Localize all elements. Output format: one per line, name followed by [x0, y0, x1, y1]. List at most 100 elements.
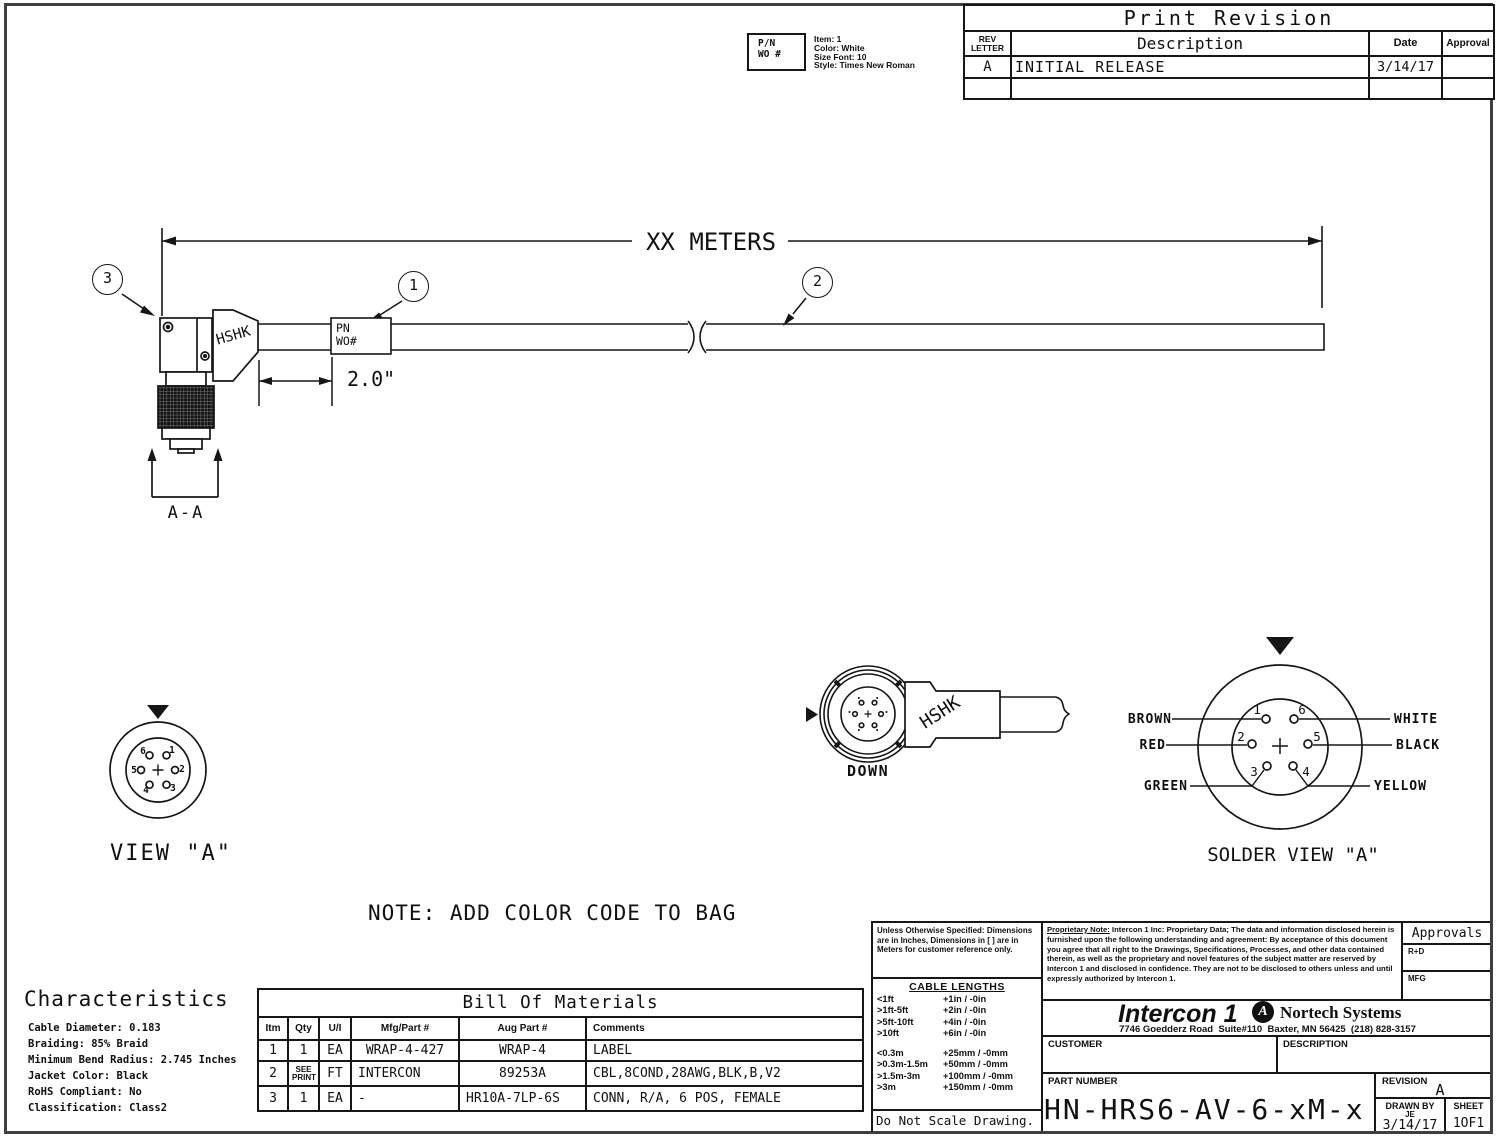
- cable-length-tol: +1in / -0in: [943, 994, 987, 1004]
- cable-length-range: <1ft: [877, 994, 894, 1004]
- view-a-pin-4: 4: [143, 785, 149, 796]
- cable-length-tol: +150mm / -0mm: [943, 1082, 1014, 1093]
- bom-cell: WRAP-4: [458, 1039, 587, 1062]
- view-a-pin-6: 6: [140, 746, 146, 757]
- bom-row-1: 1 1 EA WRAP-4-427 WRAP-4 LABEL: [257, 1039, 865, 1062]
- revision-row-empty: [963, 77, 1496, 100]
- revision-approval: [1440, 55, 1496, 79]
- col-header-date: Date: [1368, 30, 1443, 57]
- view-a-pin-1: 1: [169, 745, 175, 756]
- bom-cell: -: [350, 1085, 460, 1112]
- approval-rd-label: R+D: [1408, 947, 1425, 956]
- bom-cell: 1: [257, 1039, 289, 1062]
- cable-length-range: >1.5m-3m: [877, 1070, 921, 1081]
- hshk-sleeve-left: [212, 309, 259, 382]
- cable-lengths-title: CABLE LENGTHS: [909, 981, 1005, 993]
- label-spec-text: Item: 1 Color: White Size Font: 10 Style…: [814, 35, 915, 70]
- callout-3: 3: [92, 264, 123, 295]
- bom-row-2: 2 SEE PRINT FT INTERCON 89253A CBL,8COND…: [257, 1060, 865, 1087]
- part-number-label: PART NUMBER: [1048, 1076, 1118, 1087]
- solder-view-face: [1166, 637, 1392, 830]
- solder-pin-1: 1: [1253, 702, 1261, 717]
- col-header-approval: Approval: [1440, 30, 1496, 57]
- characteristics-title: Characteristics: [24, 987, 229, 1011]
- label-box-pn: P/N: [758, 38, 776, 49]
- bom-header-row: Itm Qty U/I Mfg/Part # Aug Part # Commen…: [257, 1016, 865, 1041]
- solder-pin-5: 5: [1313, 729, 1321, 744]
- revision-letter: A: [963, 55, 1012, 79]
- bom-col-itm: Itm: [257, 1016, 289, 1041]
- company-name: Intercon 1: [1118, 1000, 1238, 1028]
- characteristic-bend-radius: Minimum Bend Radius: 2.745 Inches: [28, 1054, 237, 1066]
- bom-row-3: 3 1 EA - HR10A-7LP-6S CONN, R/A, 6 POS, …: [257, 1085, 865, 1112]
- bom-cell: LABEL: [584, 1039, 865, 1062]
- view-a-pin-5: 5: [131, 765, 137, 776]
- solder-pin-2: 2: [1237, 729, 1245, 744]
- label-dimension-text: 2.0": [347, 367, 396, 391]
- bom-cell: HR10A-7LP-6S: [458, 1085, 587, 1112]
- cable-length-tol: +2in / -0in: [943, 1005, 987, 1016]
- wire-color-black: BLACK: [1396, 738, 1441, 753]
- cable-length-tol: +25mm / -0mm: [943, 1048, 1008, 1058]
- solder-pin-3: 3: [1250, 764, 1258, 779]
- part-number-value: HN-HRS6-AV-6-xM-x: [1044, 1093, 1365, 1126]
- characteristics-list: Cable Diameter: 0.183 Braiding: 85% Brai…: [28, 1020, 237, 1116]
- characteristic-jacket-color: Jacket Color: Black: [28, 1070, 149, 1082]
- revision-description: INITIAL RELEASE: [1010, 55, 1370, 79]
- solder-pin-4: 4: [1302, 764, 1310, 779]
- cable-length-tol: +100mm / -0mm: [943, 1070, 1014, 1081]
- bom-col-aug: Aug Part #: [458, 1016, 587, 1041]
- approvals-title: Approvals: [1411, 926, 1483, 941]
- characteristic-classification: Classification: Class2: [28, 1102, 168, 1114]
- sheet-label: SHEET: [1453, 1101, 1484, 1111]
- bom-cell: WRAP-4-427: [350, 1039, 460, 1062]
- col-header-description: Description: [1010, 30, 1370, 57]
- revision-date: 3/14/17: [1368, 55, 1443, 79]
- bom-table: Bill Of Materials Itm Qty U/I Mfg/Part #…: [256, 988, 865, 1112]
- cable-length-tol: +4in / -0in: [943, 1016, 987, 1027]
- drawn-date-value: 3/14/17: [1382, 1118, 1438, 1133]
- drawn-by-label: DRAWN BY: [1385, 1101, 1435, 1111]
- wire-color-green: GREEN: [1143, 779, 1188, 794]
- wire-color-brown: BROWN: [1127, 712, 1172, 727]
- label-artwork-box: P/N WO #: [747, 33, 806, 71]
- bom-cell: CBL,8COND,28AWG,BLK,B,V2: [584, 1060, 865, 1087]
- cable-length-tol: +50mm / -0mm: [943, 1059, 1008, 1070]
- view-a-pin-3: 3: [170, 783, 176, 794]
- view-a-face: [109, 705, 207, 819]
- label-spec-color: Color: White: [814, 42, 865, 53]
- bom-cell: EA: [318, 1039, 352, 1062]
- bom-cell: INTERCON: [350, 1060, 460, 1087]
- bom-cell: CONN, R/A, 6 POS, FEMALE: [584, 1085, 865, 1112]
- cable-length-range: >10ft: [877, 1028, 899, 1039]
- down-view-label: DOWN: [847, 762, 890, 780]
- cable-length-range: >0.3m-1.5m: [877, 1059, 928, 1070]
- revision-row: A INITIAL RELEASE 3/14/17: [963, 55, 1496, 79]
- bom-col-comments: Comments: [584, 1016, 865, 1041]
- bom-col-mfg: Mfg/Part #: [350, 1016, 460, 1041]
- right-angle-connector: [157, 317, 215, 454]
- revision-value: A: [1435, 1081, 1445, 1099]
- revision-label: REVISION: [1382, 1076, 1428, 1087]
- bom-cell: 2: [257, 1060, 289, 1087]
- cable-label-pn: PN: [336, 321, 350, 335]
- characteristic-rohs: RoHS Compliant: No: [28, 1086, 142, 1098]
- callout-1: 1: [398, 271, 429, 302]
- drawn-by-value: JE: [1405, 1110, 1415, 1119]
- cable-body: [258, 317, 1325, 355]
- description-label: DESCRIPTION: [1283, 1039, 1348, 1050]
- label-spec-size: Size Font: 10: [814, 51, 867, 62]
- customer-label: CUSTOMER: [1048, 1039, 1103, 1050]
- title-block-grid: [871, 921, 1493, 1134]
- proprietary-note-label: Proprietary Note:: [1047, 925, 1110, 934]
- company-address: 7746 Goedderz Road Suite#110 Baxter, MN …: [1119, 1024, 1416, 1035]
- cable-length-range: >5ft-10ft: [877, 1016, 914, 1027]
- color-code-note: NOTE: ADD COLOR CODE TO BAG: [368, 901, 737, 925]
- cable-lengths-metric: <0.3m+25mm / -0mm >0.3m-1.5m+50mm / -0mm…: [877, 1048, 1039, 1094]
- label-spec-style: Style: Times New Roman: [814, 60, 915, 71]
- label-dimension-lines: [258, 357, 333, 406]
